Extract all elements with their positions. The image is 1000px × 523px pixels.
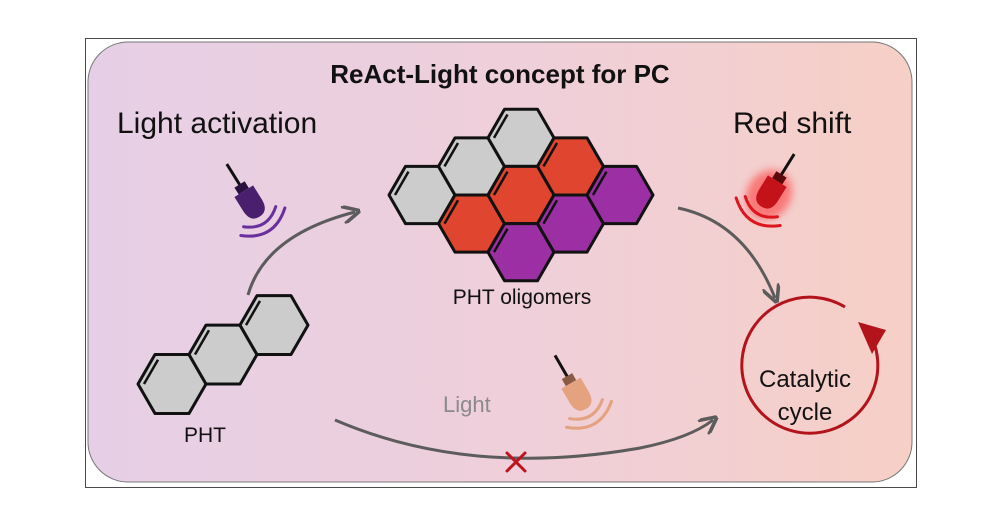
double-bond-mark <box>193 329 211 356</box>
light-activation-label: Light activation <box>117 107 317 140</box>
arrow-oligomers-to-cycle <box>677 206 775 298</box>
double-bond-mark <box>443 142 460 168</box>
arrow-pht-to-cycle-blocked <box>334 420 713 460</box>
arrow-pht-to-oligomers <box>246 212 355 296</box>
pht-oligomers-molecule <box>387 107 655 283</box>
light-label: Light <box>443 392 491 417</box>
double-bond-mark <box>492 113 509 139</box>
double-bond-mark <box>591 170 608 196</box>
catalytic-cycle: Catalytic cycle <box>740 295 886 435</box>
catalytic-label-line1: Catalytic <box>759 366 851 393</box>
peach-light-icon <box>553 354 614 430</box>
pht-ring <box>238 294 310 357</box>
pht-oligomers-label: PHT oligomers <box>453 286 592 309</box>
double-bond-mark <box>492 170 509 196</box>
double-bond-mark <box>393 170 410 196</box>
double-bond-mark <box>542 199 559 225</box>
diagram-title: ReAct-Light concept for PC <box>330 59 670 89</box>
double-bond-mark <box>443 199 460 225</box>
catalytic-label-line2: cycle <box>778 399 833 426</box>
cross-mark-icon <box>505 451 527 473</box>
double-bond-mark <box>542 142 559 168</box>
double-bond-mark <box>244 300 262 326</box>
red-shift-label: Red shift <box>733 107 852 140</box>
double-bond-mark <box>492 228 509 253</box>
violet-light-icon <box>225 163 287 238</box>
cycle-arrowhead-icon <box>858 322 886 354</box>
oligomer-ring <box>585 164 655 226</box>
pht-molecule <box>136 294 310 415</box>
double-bond-mark <box>142 359 160 385</box>
pht-label: PHT <box>184 424 226 447</box>
red-light-icon <box>734 153 796 228</box>
